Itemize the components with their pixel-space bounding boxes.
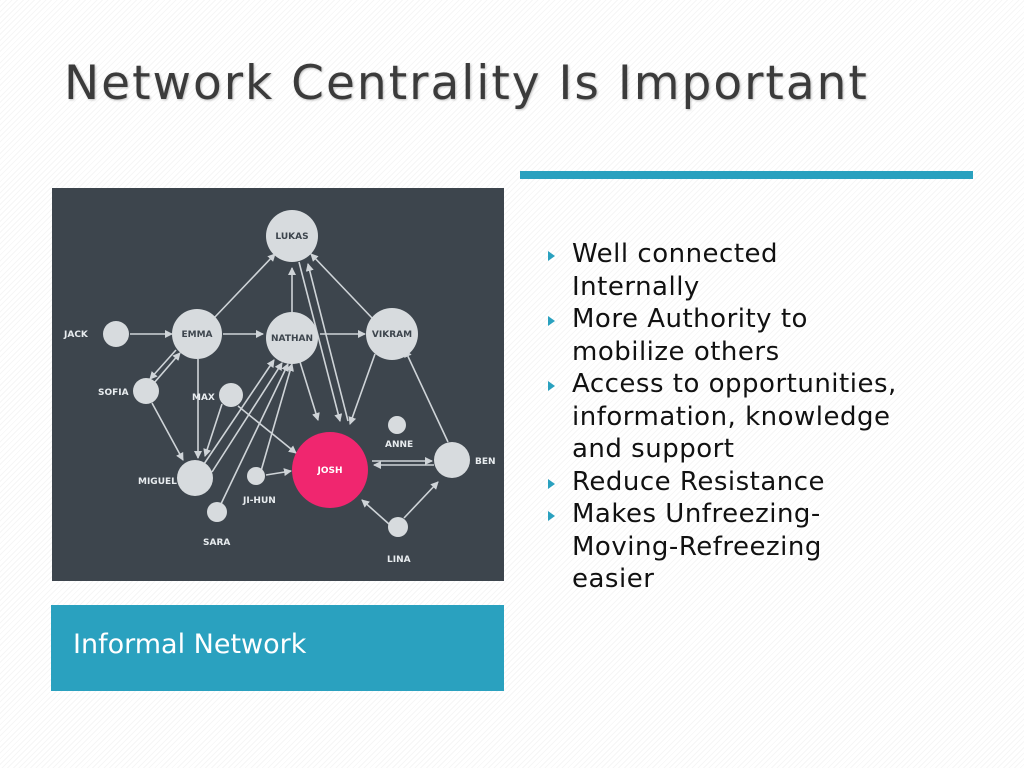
node-emma [172, 309, 222, 359]
edge-vikram-lukas [310, 253, 374, 320]
edge-vikram-josh [348, 353, 376, 425]
edges [130, 253, 449, 525]
node-miguel [177, 460, 213, 496]
edge-sofia-emma [153, 352, 181, 384]
edge-josh-lukas [305, 263, 349, 422]
node-label-josh: JOSH [316, 466, 342, 476]
edge-miguel-nathan-1 [203, 359, 275, 465]
edge-sofia-miguel [151, 402, 184, 461]
node-lina [388, 517, 408, 537]
node-jihun [247, 467, 265, 485]
triangle-bullet-icon [548, 251, 555, 261]
diagram-caption-box: Informal Network [51, 605, 504, 691]
bullet-item: Access to opportunities, information, kn… [548, 368, 908, 466]
node-label-lukas: LUKAS [275, 232, 308, 242]
edge-ben-vikram [404, 349, 449, 443]
diagram-caption: Informal Network [73, 629, 307, 660]
triangle-bullet-icon [548, 381, 555, 391]
node-vikram [366, 308, 418, 360]
edge-lina-ben [403, 481, 439, 519]
node-ben [434, 442, 470, 478]
slide-title: Network Centrality Is Important [64, 56, 869, 111]
node-label-anne: ANNE [385, 440, 413, 450]
title-accent-bar [520, 171, 973, 179]
edge-lina-josh [361, 499, 390, 525]
network-diagram: LUKAS EMMA NATHAN VIKRAM JACK SOFIA MAX … [63, 210, 496, 565]
bullet-list: Well connected Internally More Authority… [548, 238, 908, 596]
edge-emma-lukas [213, 253, 276, 319]
bullet-text: Reduce Resistance [572, 466, 826, 497]
bullet-text: Access to opportunities, information, kn… [572, 369, 897, 464]
node-sara [207, 502, 227, 522]
edge-miguel-nathan-2 [211, 362, 283, 473]
node-label-jihun: JI-HUN [242, 496, 276, 506]
edge-max-miguel [203, 403, 223, 457]
node-josh [292, 432, 368, 508]
triangle-bullet-icon [548, 478, 555, 489]
node-label-nathan: NATHAN [271, 334, 313, 344]
edge-lukas-josh [298, 261, 343, 422]
node-labels: LUKAS EMMA NATHAN VIKRAM JACK SOFIA MAX … [63, 232, 496, 565]
edge-jihun-nathan [260, 363, 294, 472]
triangle-bullet-icon [548, 316, 555, 326]
node-jack [103, 321, 129, 347]
triangle-bullet-icon [548, 511, 555, 521]
bullet-item: Well connected Internally [548, 238, 908, 303]
node-label-ben: BEN [475, 457, 496, 467]
node-label-sara: SARA [203, 538, 230, 548]
node-label-lina: LINA [387, 555, 411, 565]
edge-jihun-josh [265, 468, 292, 477]
edge-emma-sofia [149, 349, 177, 380]
node-anne [388, 416, 406, 434]
node-label-max: MAX [192, 393, 215, 403]
bullet-item: Makes Unfreezing-Moving-Refreezing easie… [548, 498, 908, 596]
node-label-miguel: MIGUEL [138, 477, 177, 487]
node-max [219, 383, 243, 407]
node-sofia [133, 378, 159, 404]
bullet-text: Makes Unfreezing-Moving-Refreezing easie… [572, 499, 822, 594]
network-diagram-panel: LUKAS EMMA NATHAN VIKRAM JACK SOFIA MAX … [52, 188, 504, 581]
edge-sara-nathan [219, 363, 289, 507]
nodes [103, 210, 470, 537]
bullet-item: More Authority to mobilize others [548, 303, 908, 368]
node-label-emma: EMMA [181, 330, 212, 340]
node-label-jack: JACK [63, 330, 89, 340]
bullet-item: Reduce Resistance [548, 466, 908, 499]
edge-nathan-josh [299, 361, 320, 421]
node-lukas [266, 210, 318, 262]
bullet-text: More Authority to mobilize others [572, 304, 808, 367]
bullet-text: Well connected Internally [572, 239, 779, 302]
node-nathan [266, 312, 318, 364]
edge-max-josh [237, 405, 297, 454]
node-label-sofia: SOFIA [98, 388, 129, 398]
node-label-vikram: VIKRAM [372, 330, 412, 340]
